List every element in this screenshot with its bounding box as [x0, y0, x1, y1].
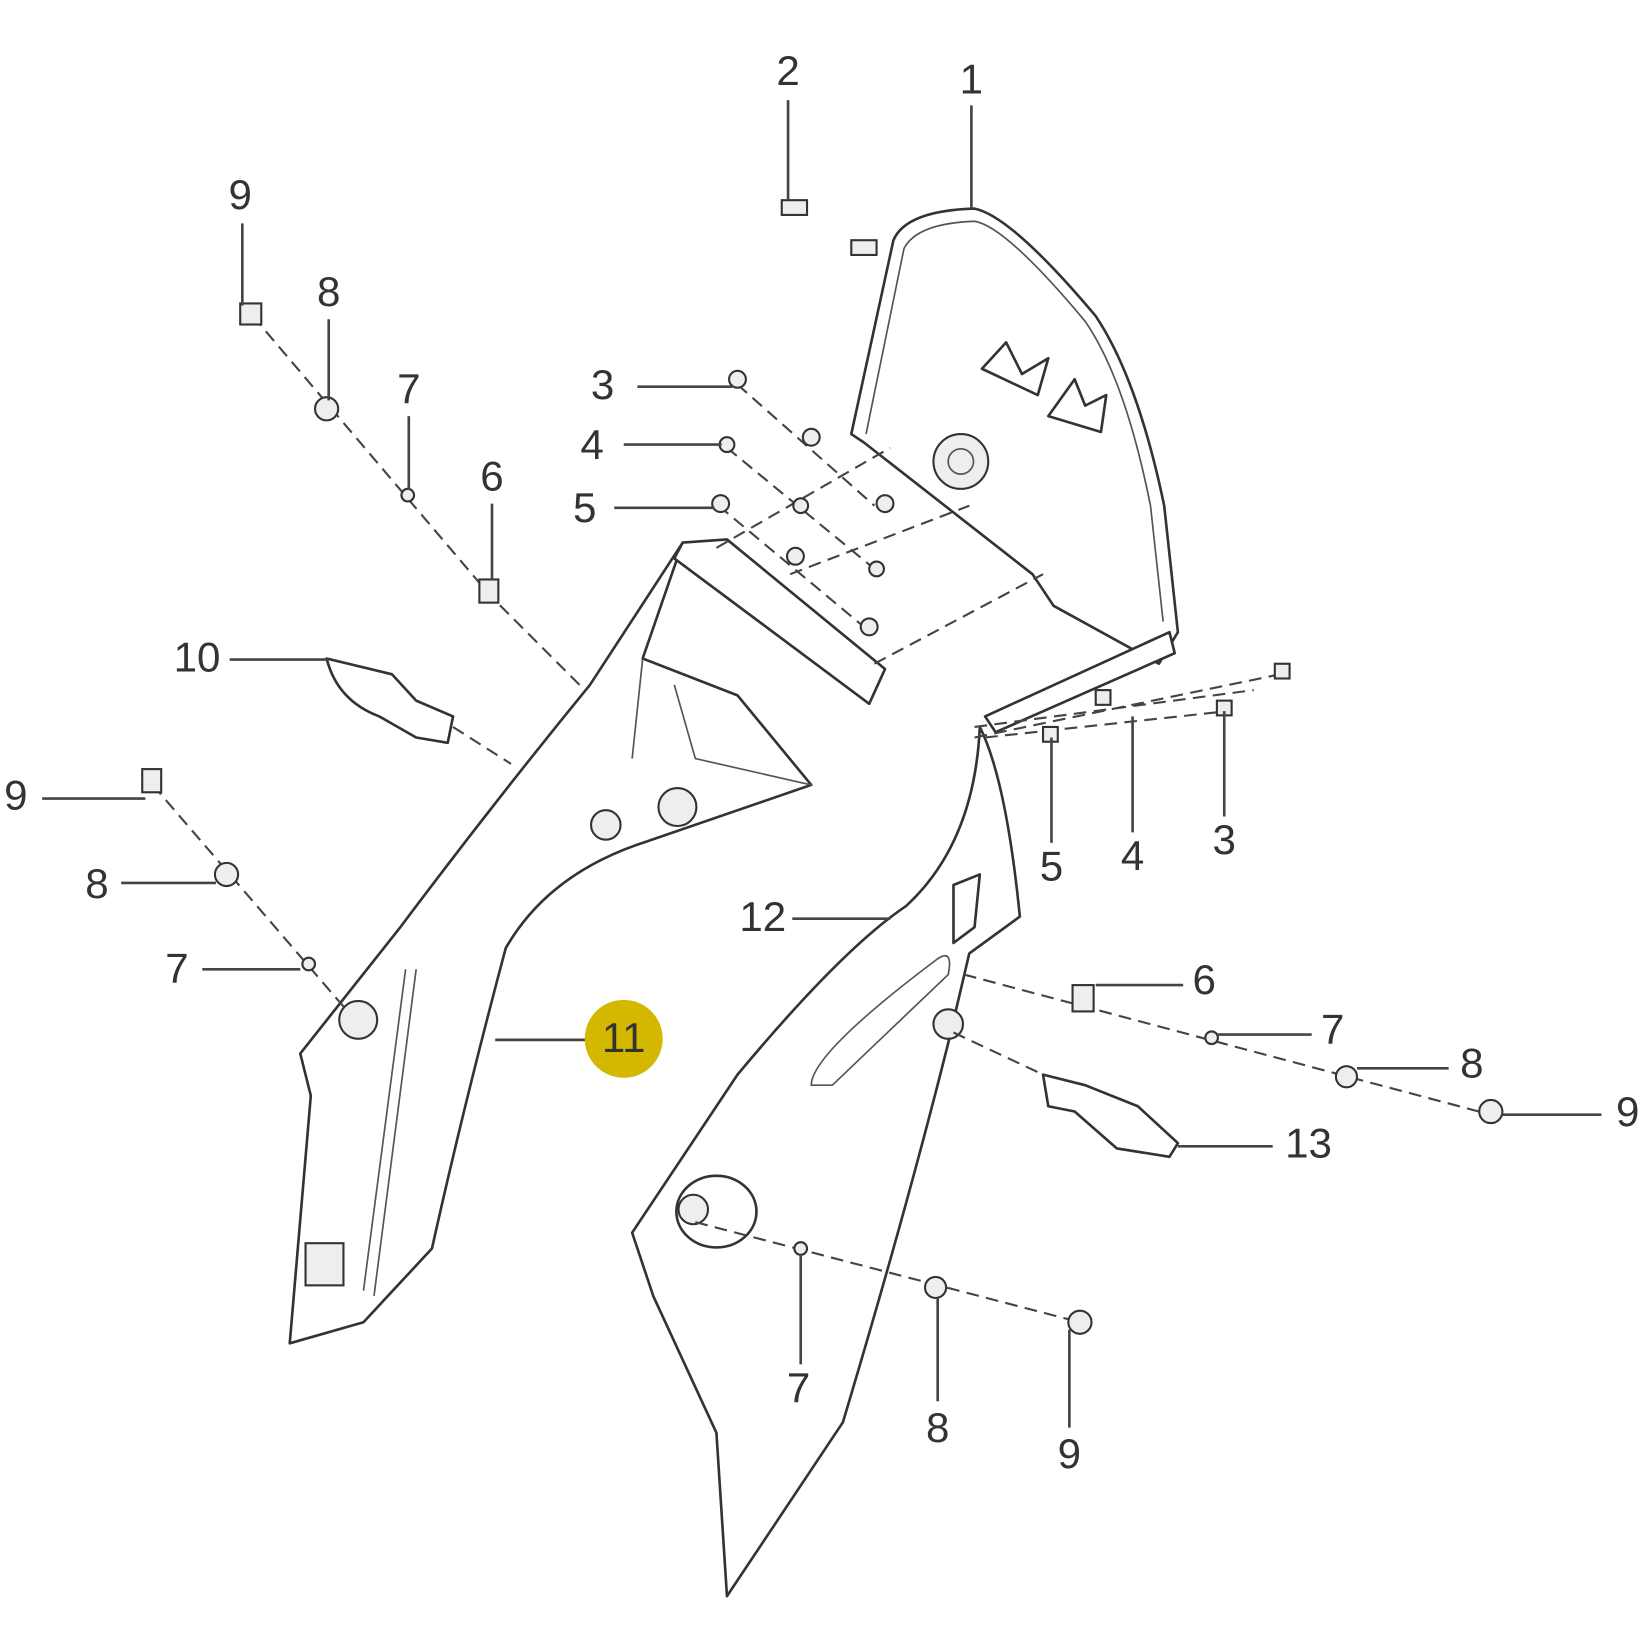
callout-6[interactable]: 6 [1193, 956, 1216, 1003]
callout-12[interactable]: 12 [739, 893, 786, 940]
leader-lines [42, 100, 1602, 1428]
callout-7[interactable]: 7 [397, 365, 420, 412]
callout-9[interactable]: 9 [1058, 1430, 1081, 1477]
callout-8[interactable]: 8 [85, 860, 108, 907]
callout-11-highlighted[interactable]: 11 [602, 1014, 646, 1061]
left-indicator-part [325, 657, 455, 745]
callout-8[interactable]: 8 [317, 268, 340, 315]
callout-3[interactable]: 3 [591, 361, 614, 408]
callout-13[interactable]: 13 [1285, 1119, 1332, 1166]
callouts: 2 1 9 8 7 6 3 4 5 10 9 8 7 11 12 5 4 3 6… [4, 47, 1639, 1477]
callout-4[interactable]: 4 [1121, 832, 1144, 879]
callout-6[interactable]: 6 [480, 453, 503, 500]
callout-7[interactable]: 7 [165, 945, 188, 992]
callout-9[interactable]: 9 [228, 171, 251, 218]
callout-9[interactable]: 9 [1616, 1088, 1639, 1135]
callout-4[interactable]: 4 [580, 421, 603, 468]
callout-9[interactable]: 9 [4, 772, 27, 819]
clip-part [780, 199, 878, 257]
highlight-marker [584, 999, 663, 1078]
callout-7[interactable]: 7 [787, 1364, 810, 1411]
windscreen-part [849, 207, 1180, 734]
callout-8[interactable]: 8 [926, 1404, 949, 1451]
callout-8[interactable]: 8 [1460, 1039, 1483, 1086]
callout-3[interactable]: 3 [1213, 816, 1236, 863]
callout-2[interactable]: 2 [776, 47, 799, 94]
right-fairing-part [630, 725, 1022, 1598]
left-fairing-part [288, 538, 887, 1345]
callout-1[interactable]: 1 [960, 55, 983, 102]
callout-5[interactable]: 5 [1040, 842, 1063, 889]
fastener-hardware [141, 302, 1504, 1335]
callout-7[interactable]: 7 [1321, 1006, 1344, 1053]
right-indicator-part [1041, 1073, 1180, 1159]
callout-10[interactable]: 10 [174, 634, 221, 681]
callout-5[interactable]: 5 [573, 484, 596, 531]
